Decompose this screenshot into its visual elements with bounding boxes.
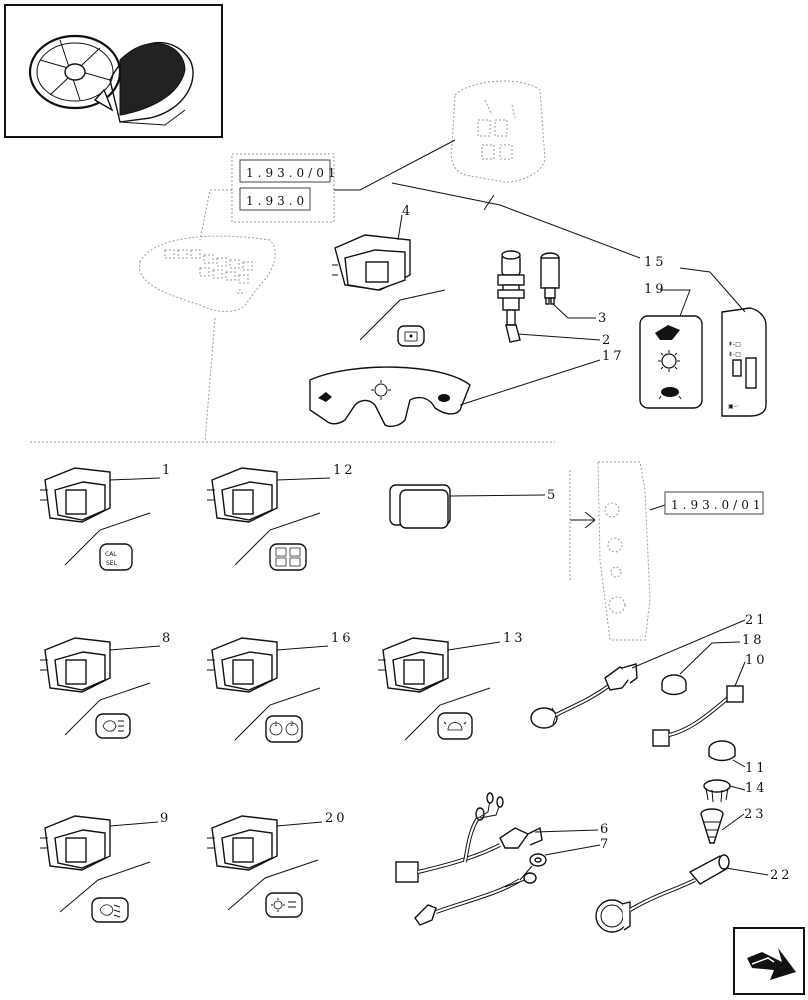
symbol-text: ⇞-□ — [728, 341, 741, 348]
part-label: 1 — [162, 463, 173, 478]
part-label: 2 — [602, 333, 613, 348]
part-21-harness[interactable]: 21 — [530, 613, 768, 729]
part-3-lamp[interactable]: 3 — [540, 252, 609, 326]
part-2-socket[interactable]: 2 — [497, 250, 613, 348]
next-page-button[interactable] — [733, 927, 805, 995]
symbol-text: ⇟-□ — [728, 351, 741, 358]
part-label: 20 — [325, 811, 348, 826]
part-label: 10 — [745, 653, 768, 668]
arrow-icon — [747, 948, 796, 980]
part-6-harness[interactable]: 6 — [395, 792, 611, 883]
part-label: 14 — [745, 781, 768, 796]
part-17-decal[interactable]: 17 — [309, 349, 625, 428]
part-label: 16 — [331, 631, 354, 646]
part-label: 9 — [160, 811, 171, 826]
part-11-plug[interactable]: 11 — [708, 740, 768, 776]
part-18-plug[interactable]: 18 — [661, 633, 765, 696]
icon-text: SEL — [106, 560, 118, 567]
part-4-switch[interactable]: 4 — [332, 204, 446, 347]
part-16-switch[interactable]: 16 1 2 — [207, 631, 354, 743]
reference-box-group: 1.93.0/01 1.93.0 — [231, 153, 339, 223]
part-label: 7 — [600, 837, 611, 852]
icon-text: CAL — [105, 551, 117, 558]
steering-wheel-icon — [28, 34, 194, 126]
part-label: 8 — [162, 631, 173, 646]
part-label: 3 — [598, 311, 609, 326]
part-label: 11 — [745, 761, 768, 776]
part-label: 5 — [547, 488, 558, 503]
part-label: 23 — [744, 807, 767, 822]
overview-inset — [4, 4, 223, 138]
part-10-cable[interactable]: 10 — [652, 653, 768, 747]
part-label: 17 — [602, 349, 625, 364]
part-label: 6 — [600, 822, 611, 837]
part-label: 19 — [644, 282, 667, 297]
part-12-switch[interactable]: 12 — [207, 463, 356, 571]
part-label: 12 — [333, 463, 356, 478]
switch-panel-outline — [450, 80, 546, 183]
part-label: 13 — [503, 631, 526, 646]
part-15-decal[interactable]: ⇞-□ ⇟-□ ▣-◦ 15 — [391, 182, 767, 417]
part-5-cover[interactable]: 5 — [389, 484, 558, 529]
icon-text: 1 — [274, 721, 278, 728]
symbol-text: ▣-◦ — [728, 403, 739, 410]
part-1-switch[interactable]: 1 CAL SEL — [40, 463, 173, 571]
part-14-grommet[interactable]: 14 — [703, 779, 768, 803]
part-13-switch[interactable]: 13 — [378, 631, 526, 741]
part-22-socket[interactable]: 22 — [595, 854, 793, 933]
part-9-switch[interactable]: 9 — [40, 811, 171, 923]
part-19-decal[interactable]: 19 — [639, 282, 703, 409]
reference-label[interactable]: 1.93.0 — [246, 194, 308, 208]
part-8-switch[interactable]: 8 — [40, 631, 173, 739]
part-23-plug[interactable]: 23 — [700, 807, 767, 844]
part-7-harness[interactable]: 7 — [414, 837, 611, 926]
top-panel-group: 1.93.0/01 1.93.0 — [139, 80, 546, 443]
part-20-switch[interactable]: 20 — [207, 811, 348, 918]
part-label: 4 — [402, 204, 413, 219]
part-label: 22 — [770, 868, 793, 883]
post-panel-outline: 1.93.0/01 — [569, 461, 764, 641]
icon-text: 2 — [290, 721, 294, 728]
reference-label[interactable]: 1.93.0/01 — [246, 166, 339, 180]
reference-label[interactable]: 1.93.0/01 — [671, 498, 764, 512]
part-label: 15 — [644, 255, 667, 270]
keypad-panel-outline — [139, 235, 276, 312]
part-label: 18 — [742, 633, 765, 648]
part-label: 21 — [745, 613, 768, 628]
